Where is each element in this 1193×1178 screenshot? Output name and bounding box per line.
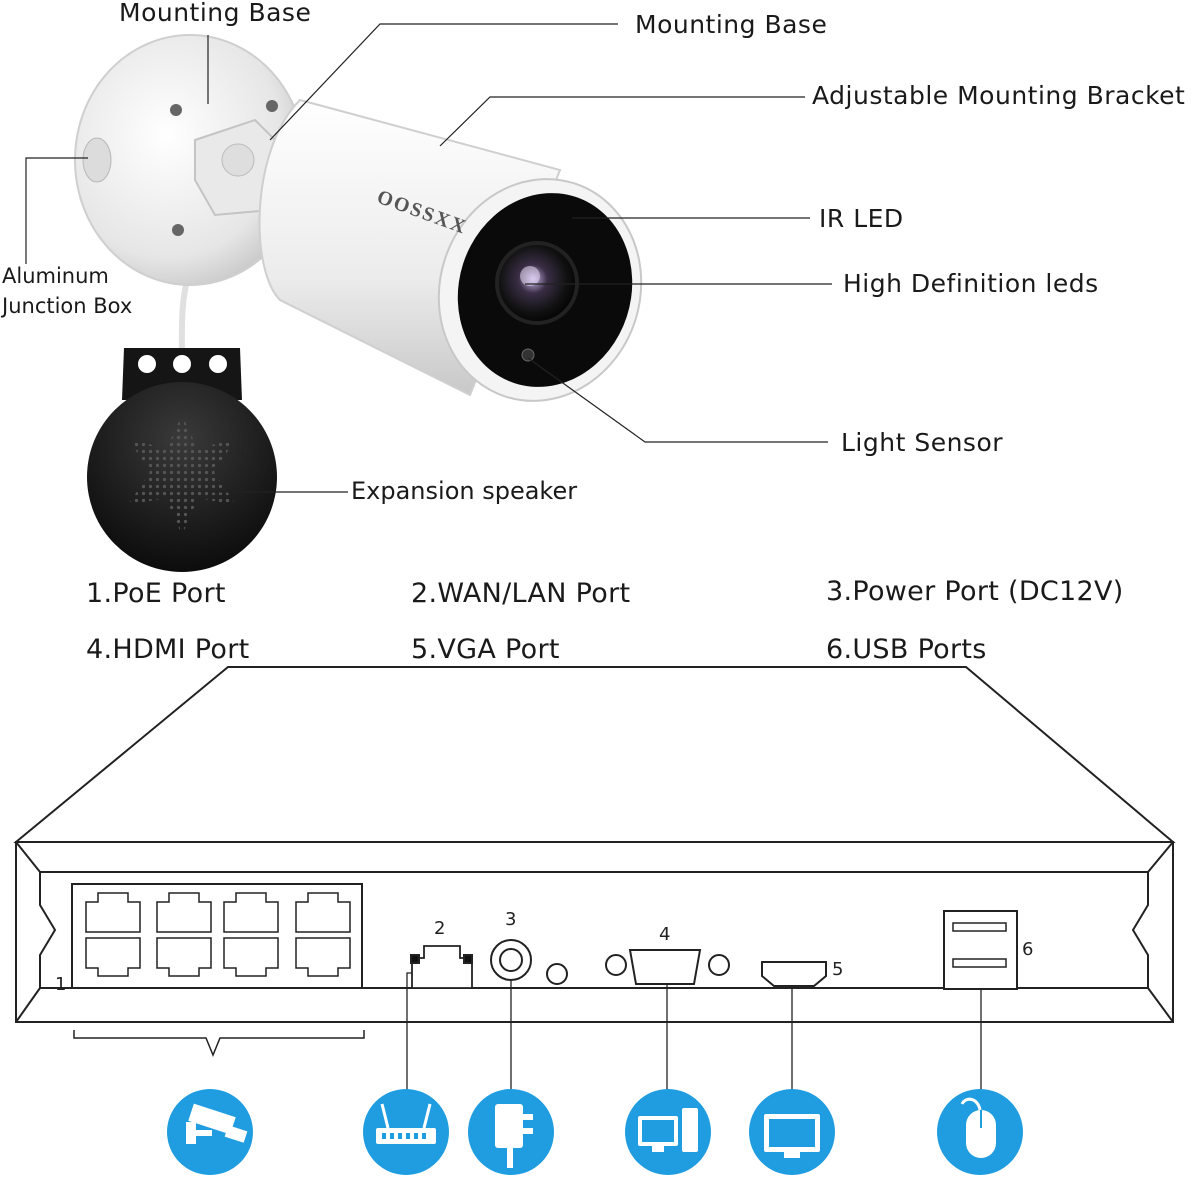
port-label-hdmi: 4.HDMI Port [86, 634, 250, 665]
nvr-illustration [13, 666, 1176, 1057]
port-label-usb: 6.USB Ports [826, 634, 987, 665]
vga-port [628, 949, 702, 985]
label-light-sensor: Light Sensor [841, 428, 1004, 457]
power-button [546, 963, 568, 985]
computer-icon [625, 1089, 711, 1175]
port-label-wan-lan: 2.WAN/LAN Port [411, 578, 631, 609]
nvr-top [13, 666, 1176, 843]
power-adapter-icon [468, 1089, 554, 1175]
junction-box-side [82, 137, 112, 183]
label-mounting-base-right: Mounting Base [635, 10, 828, 39]
port-number-3: 3 [505, 909, 517, 930]
label-junction-box-line1: Aluminum [2, 264, 109, 288]
label-junction-box-line2: Junction Box [2, 294, 133, 318]
port-number-4: 4 [659, 924, 671, 945]
hdmi-port [761, 961, 827, 987]
rj45-ports [85, 892, 351, 977]
light-sensor-dot [521, 348, 535, 362]
port-label-vga: 5.VGA Port [411, 634, 560, 665]
router-icon [363, 1089, 449, 1175]
label-mounting-base-left: Mounting Base [119, 0, 312, 27]
label-hd-leds: High Definition leds [843, 269, 1099, 298]
expansion-speaker-illustration [87, 348, 277, 572]
port-label-power: 3.Power Port (DC12V) [826, 576, 1124, 607]
label-expansion-speaker: Expansion speaker [351, 477, 578, 505]
label-ir-led: IR LED [819, 204, 904, 233]
port-number-5: 5 [832, 959, 844, 980]
camera-illustration: OOSSXX [74, 34, 643, 402]
port-label-poe: 1.PoE Port [86, 578, 226, 609]
speaker-grille [128, 415, 236, 535]
camera-icon [167, 1089, 253, 1175]
port-number-2: 2 [434, 918, 446, 939]
callout-lines [25, 23, 832, 493]
monitor-icon [749, 1089, 835, 1175]
port-number-6: 6 [1022, 939, 1034, 960]
icon-connector-lines [406, 972, 982, 1093]
port-number-1: 1 [55, 974, 67, 995]
label-adjustable-bracket: Adjustable Mounting Bracket [812, 81, 1186, 110]
mouse-icon [937, 1089, 1023, 1175]
